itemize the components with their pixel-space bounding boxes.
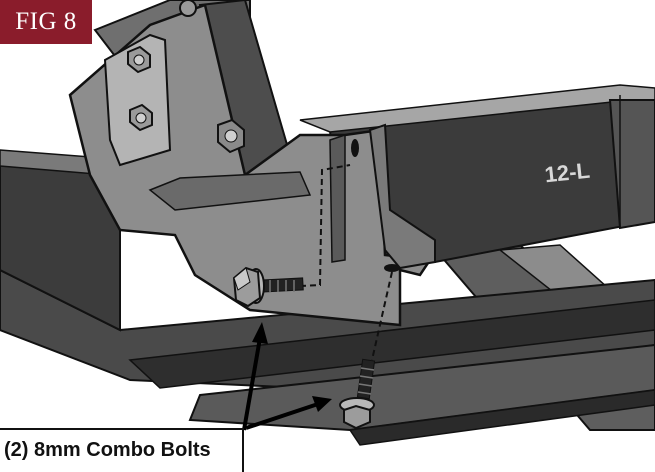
hinge-bolt-upper xyxy=(127,45,151,74)
l-bracket xyxy=(368,123,436,270)
assembly-path-lower xyxy=(371,271,393,361)
lower-rail-edge xyxy=(128,299,655,389)
callout-label: (2) 8mm Combo Bolts xyxy=(0,428,244,472)
hinge-bolt-lower xyxy=(129,103,153,132)
hinge-plate xyxy=(103,33,172,167)
floor-panel-edge xyxy=(348,389,655,446)
l-bracket-hole xyxy=(384,264,400,272)
bracket-hole xyxy=(351,139,359,157)
combo-bolt-upper xyxy=(232,266,304,308)
callout-arrow-upper xyxy=(242,322,268,431)
callout-arrow-lower xyxy=(245,396,332,430)
assembly-path-upper xyxy=(299,164,351,287)
main-tube-end xyxy=(608,99,655,230)
combo-bolt-lower xyxy=(339,358,376,430)
top-bolt xyxy=(179,0,197,17)
figure-label: FIG 8 xyxy=(0,0,92,44)
part-marking: 12-L xyxy=(543,158,591,188)
bracket-slot xyxy=(148,171,312,211)
upright-bolt xyxy=(217,118,245,154)
bracket-flange xyxy=(329,133,346,263)
main-tube-top xyxy=(299,84,655,133)
